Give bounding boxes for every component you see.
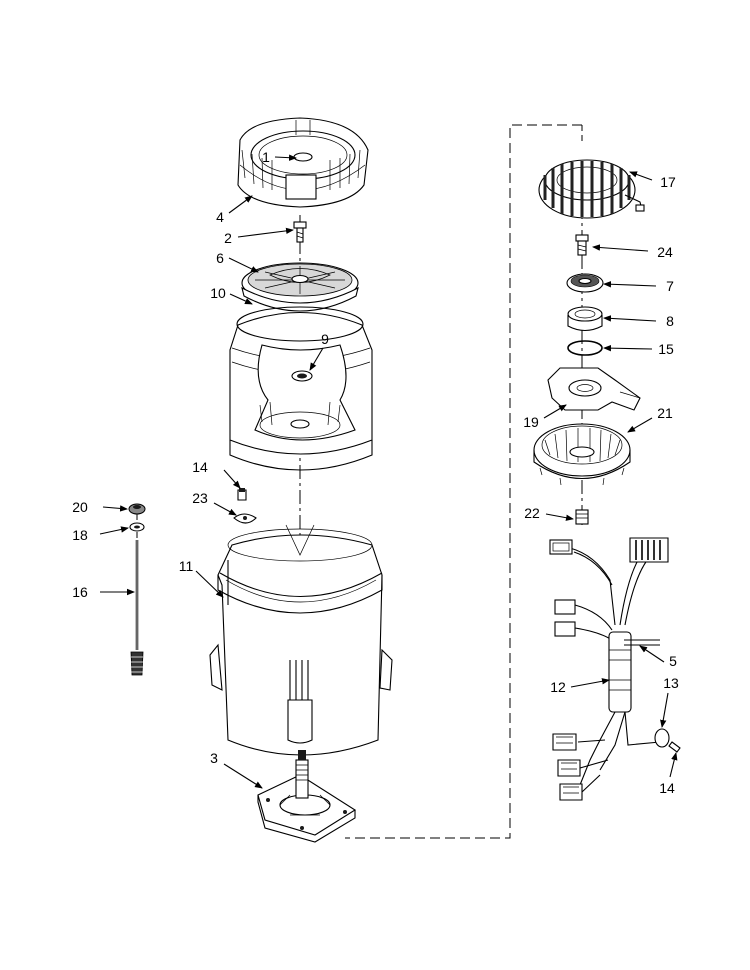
callout-9: 9 <box>321 331 329 347</box>
callout-5: 5 <box>669 653 677 669</box>
o-ring-part <box>567 340 603 356</box>
callout-13: 13 <box>663 675 679 691</box>
leader-arrows <box>99 154 678 789</box>
callout-21: 21 <box>657 405 673 421</box>
callout-4: 4 <box>216 209 224 225</box>
callout-20: 20 <box>72 499 88 515</box>
callout-17: 17 <box>660 174 676 190</box>
outer-tub-part <box>209 524 393 756</box>
callout-1: 1 <box>262 149 270 165</box>
wire-harness-part <box>549 537 681 801</box>
callout-14-top: 14 <box>192 459 208 475</box>
wash-basket-part <box>229 306 373 471</box>
callout-23: 23 <box>192 490 208 506</box>
screw-and-bracket-part <box>233 488 257 524</box>
callout-6: 6 <box>216 250 224 266</box>
callout-12: 12 <box>550 679 566 695</box>
callout-16: 16 <box>72 584 88 600</box>
callout-2: 2 <box>224 230 232 246</box>
rotor-nut-part <box>575 509 589 525</box>
drive-hub-base-part <box>257 750 357 843</box>
suspension-rod-part <box>128 503 146 676</box>
callout-10: 10 <box>210 285 226 301</box>
stator-part <box>538 159 645 219</box>
impeller-plate-part <box>241 262 359 312</box>
callout-3: 3 <box>210 750 218 766</box>
callout-22: 22 <box>524 505 540 521</box>
callout-24: 24 <box>657 244 673 260</box>
connection-dashed-line <box>345 124 582 839</box>
callout-labels: 1 4 2 6 10 9 14 23 20 18 16 11 3 17 24 7… <box>72 149 679 796</box>
callout-8: 8 <box>666 313 674 329</box>
callout-15: 15 <box>658 341 674 357</box>
callout-7: 7 <box>666 278 674 294</box>
rotor-part <box>533 423 631 488</box>
balance-ring-part <box>237 117 369 208</box>
shifter-bracket-part <box>547 367 641 411</box>
bearing-part <box>566 273 604 293</box>
callout-18: 18 <box>72 527 88 543</box>
callout-19: 19 <box>523 414 539 430</box>
hub-bolt-part <box>293 221 307 243</box>
rotor-bolt-part <box>575 234 589 256</box>
callout-14-bottom: 14 <box>659 780 675 796</box>
coupling-part <box>567 306 603 332</box>
callout-11: 11 <box>179 558 194 574</box>
